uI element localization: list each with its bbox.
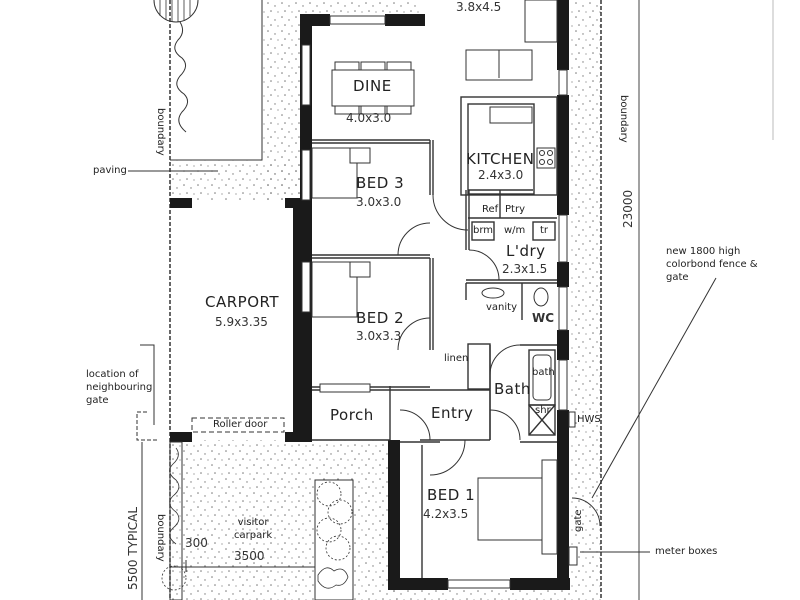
- carport-label: CARPORT: [205, 293, 280, 311]
- paving-areas: [170, 0, 602, 600]
- entry-label: Entry: [431, 404, 474, 422]
- vanity-label: vanity: [486, 302, 518, 313]
- typical-depth-dimension: 5500 TYPICAL: [126, 506, 140, 590]
- dine-room-label: DINE: [353, 77, 392, 95]
- trough-label: tr: [540, 225, 549, 236]
- neighbouring-gate-note: location of neighbouring gate: [86, 369, 153, 406]
- kitchen-dimension: 2.4x3.0: [478, 168, 524, 182]
- porch-label: Porch: [330, 406, 374, 424]
- meter-boxes-annotation: meter boxes: [655, 546, 718, 557]
- walls: [170, 0, 570, 590]
- bed3-label: BED 3: [356, 174, 405, 192]
- hot-water-system-label: HWS: [577, 414, 601, 425]
- living-room-dimension: 3.8x4.5: [456, 0, 502, 14]
- paving-annotation: paving: [93, 165, 127, 176]
- washing-machine-label: w/m: [504, 225, 526, 236]
- visitor-carpark-label: visitor carpark: [234, 517, 273, 541]
- site-length-dimension: 23000: [621, 189, 635, 228]
- ref-label: Ref: [482, 204, 499, 215]
- laundry-label: L'dry: [506, 242, 546, 260]
- bottom-left-boundary-label: boundary: [155, 514, 166, 562]
- fence-note: new 1800 high colorbond fence & gate: [666, 246, 758, 283]
- bed2-dimension: 3.0x3.3: [356, 329, 402, 343]
- laundry-dimension: 2.3x1.5: [502, 262, 548, 276]
- right-boundary-label: boundary: [618, 95, 629, 143]
- roller-door-label: Roller door: [213, 419, 268, 430]
- shower-label: shr: [535, 405, 551, 416]
- gate-label: gate: [573, 509, 584, 532]
- wc-label: WC: [532, 311, 555, 325]
- bed1-dimension: 4.2x3.5: [423, 507, 469, 521]
- offset-dimension: 300: [185, 536, 208, 550]
- pantry-label: Ptry: [505, 204, 525, 215]
- bed3-dimension: 3.0x3.0: [356, 195, 402, 209]
- carport-dimension: 5.9x3.35: [215, 315, 268, 329]
- dine-room-dimension: 4.0x3.0: [346, 111, 392, 125]
- bed2-label: BED 2: [356, 309, 405, 327]
- kitchen-label: KITCHEN: [466, 150, 535, 168]
- bed1-label: BED 1: [427, 486, 476, 504]
- carpark-width-dimension: 3500: [234, 549, 265, 563]
- bath-label: Bath: [494, 380, 531, 398]
- broom-label: brm: [473, 225, 494, 236]
- left-boundary-label: boundary: [155, 108, 166, 156]
- linen-label: linen: [444, 353, 469, 364]
- bathtub-label: bath: [532, 367, 555, 378]
- roller-door: [191, 417, 285, 433]
